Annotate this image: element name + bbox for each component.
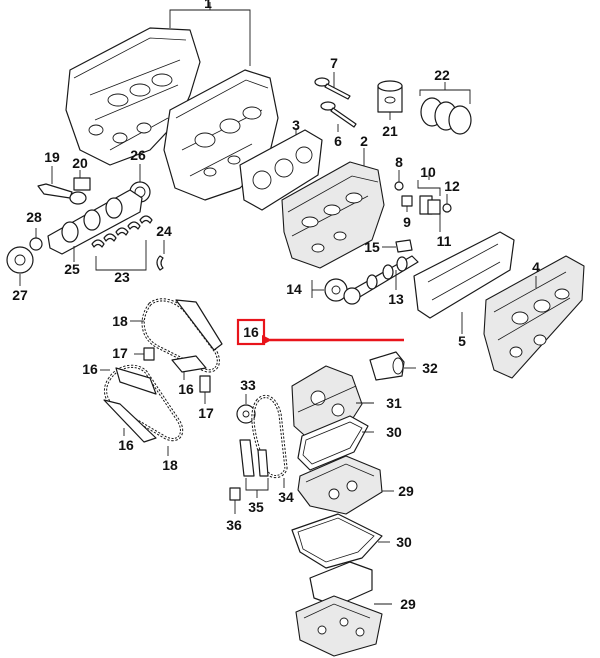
callout-1: 1 bbox=[204, 0, 212, 11]
highlight-box bbox=[236, 318, 266, 346]
highlight-pointer: 16 bbox=[236, 318, 404, 346]
oil-pan-lower bbox=[295, 561, 392, 657]
callout-35: 35 bbox=[248, 499, 264, 515]
callout-20: 20 bbox=[72, 155, 88, 171]
timing-chain-upper bbox=[130, 298, 223, 373]
callout-17-lower: 17 bbox=[198, 405, 214, 421]
callout-16-bottom: 16 bbox=[118, 437, 134, 453]
callout-32: 32 bbox=[422, 360, 438, 376]
callout-2: 2 bbox=[360, 133, 368, 149]
callout-26: 26 bbox=[130, 147, 146, 163]
callout-4: 4 bbox=[532, 259, 540, 275]
chain-tensioners bbox=[134, 347, 211, 404]
callout-36: 36 bbox=[226, 517, 242, 533]
callout-16-left: 16 bbox=[82, 361, 98, 377]
callout-28: 28 bbox=[26, 209, 42, 225]
callout-18-upper: 18 bbox=[112, 313, 128, 329]
callout-25: 25 bbox=[64, 261, 80, 277]
oil-pan-gasket-lower bbox=[291, 513, 390, 569]
cylinder-head bbox=[281, 148, 385, 269]
valve-cover bbox=[483, 255, 585, 379]
chain-guide-mid bbox=[171, 355, 207, 380]
callout-3: 3 bbox=[292, 117, 300, 133]
callout-30-lower: 30 bbox=[396, 534, 412, 550]
callout-17-upper: 17 bbox=[112, 345, 128, 361]
callout-13: 13 bbox=[388, 291, 404, 307]
timing-chain-lower bbox=[103, 364, 184, 456]
camshaft-and-adjuster bbox=[311, 255, 419, 305]
callout-8: 8 bbox=[395, 154, 403, 170]
head-gasket bbox=[239, 128, 323, 211]
valves bbox=[314, 72, 357, 132]
callout-22: 22 bbox=[434, 67, 450, 83]
callout-16-highlighted: 16 bbox=[243, 324, 259, 340]
callout-21: 21 bbox=[382, 123, 398, 139]
main-bearings bbox=[91, 215, 165, 271]
callout-7: 7 bbox=[330, 55, 338, 71]
oil-pan-gasket-upper bbox=[297, 415, 374, 471]
callout-labels: 1 7 22 3 21 6 2 19 20 26 8 10 12 9 28 24… bbox=[12, 0, 540, 612]
callout-23: 23 bbox=[114, 269, 130, 285]
callout-14: 14 bbox=[286, 281, 302, 297]
piston-and-rings bbox=[377, 80, 472, 135]
callout-29-upper: 29 bbox=[398, 483, 414, 499]
callout-19: 19 bbox=[44, 149, 60, 165]
coolant-pipe bbox=[369, 351, 416, 381]
callout-5: 5 bbox=[458, 333, 466, 349]
callout-15: 15 bbox=[364, 239, 380, 255]
callout-27: 27 bbox=[12, 287, 28, 303]
fitting-15 bbox=[382, 239, 413, 253]
callout-34: 34 bbox=[278, 489, 294, 505]
callout-33: 33 bbox=[240, 377, 256, 393]
callout-9: 9 bbox=[403, 214, 411, 230]
callout-12: 12 bbox=[444, 178, 460, 194]
callout-30-upper: 30 bbox=[386, 424, 402, 440]
callout-16-mid: 16 bbox=[178, 381, 194, 397]
callout-10: 10 bbox=[420, 164, 436, 180]
callout-24: 24 bbox=[156, 223, 172, 239]
oil-pan-upper bbox=[297, 455, 394, 515]
callout-11: 11 bbox=[437, 233, 452, 249]
oil-pump-drive bbox=[229, 394, 288, 514]
valve-cover-gasket bbox=[413, 231, 515, 334]
callout-31: 31 bbox=[386, 395, 402, 411]
valve-train-small-parts bbox=[394, 170, 452, 232]
callout-29-lower: 29 bbox=[400, 596, 416, 612]
connecting-rod bbox=[37, 166, 91, 205]
callout-6: 6 bbox=[334, 133, 342, 149]
chain-guide-bottom-16 bbox=[100, 369, 125, 436]
callout-18-lower: 18 bbox=[162, 457, 178, 473]
crankshaft-group bbox=[6, 164, 151, 286]
